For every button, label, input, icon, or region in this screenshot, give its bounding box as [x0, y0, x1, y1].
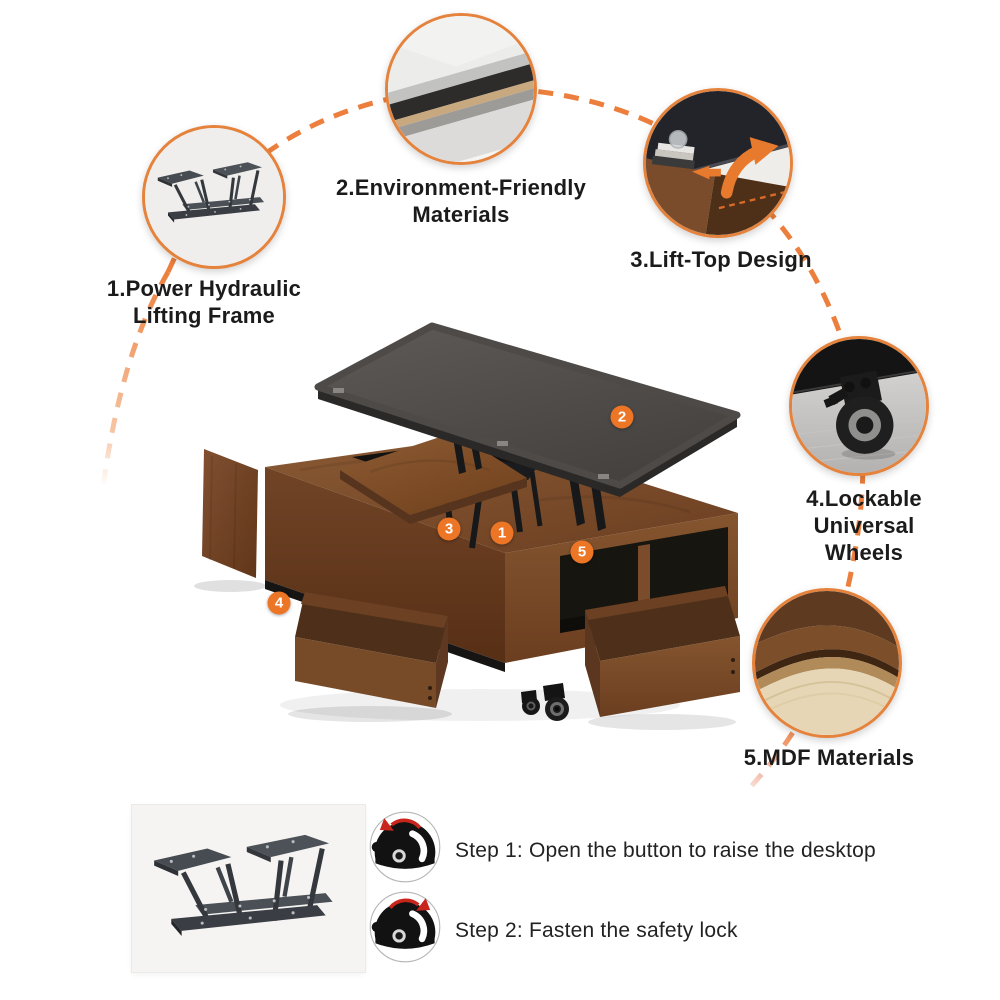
- caster-wheel-illustration: [792, 339, 926, 473]
- feature-label-mdf: 5.MDF Materials: [743, 745, 915, 770]
- lift-top-slab: [314, 322, 741, 497]
- caster-wheels: [521, 683, 569, 721]
- rotate-right-knob-icon: [368, 890, 442, 964]
- detached-side-panel: [194, 449, 266, 592]
- step-2-text: Step 2: Fasten the safety lock: [455, 919, 738, 942]
- lift-mechanism: [418, 452, 543, 549]
- badge-1: 1: [490, 521, 514, 545]
- badge-4: 4: [267, 591, 291, 615]
- feature-label-materials: 2.Environment-Friendly Materials: [335, 175, 587, 227]
- feature-label-wheels: 4.Lockable Universal Wheels: [806, 486, 922, 565]
- feature-label-lift-top: 3.Lift-Top Design: [630, 247, 812, 272]
- lift-brackets: [452, 427, 606, 531]
- hydraulic-frame-illustration: [145, 128, 283, 266]
- badge-5: 5: [570, 540, 594, 564]
- floor-shadow: [280, 689, 680, 721]
- right-open-drawer: [585, 586, 740, 730]
- feature-circle-materials: [385, 13, 537, 165]
- mdf-layers-illustration: [755, 591, 899, 735]
- feature-circle-lift-top: [643, 88, 793, 238]
- feature-circle-hydraulic-frame: [142, 125, 286, 269]
- cabinet-body: [265, 435, 738, 672]
- feature-circle-mdf: [752, 588, 902, 738]
- badge-3: 3: [437, 517, 461, 541]
- feature-circle-wheels: [789, 336, 929, 476]
- left-open-drawer: [288, 592, 452, 722]
- badge-2: 2: [610, 405, 634, 429]
- inner-tray-top: [340, 432, 527, 524]
- lift-cavity: [352, 438, 572, 484]
- lift-frame-photo: [132, 805, 365, 972]
- materials-layers-illustration: [388, 16, 534, 162]
- feature-label-hydraulic-frame: 1.Power Hydraulic Lifting Frame: [106, 276, 302, 328]
- step-1-text: Step 1: Open the button to raise the des…: [455, 839, 876, 862]
- lift-top-illustration: [646, 91, 790, 235]
- rotate-left-knob-icon: [368, 810, 442, 884]
